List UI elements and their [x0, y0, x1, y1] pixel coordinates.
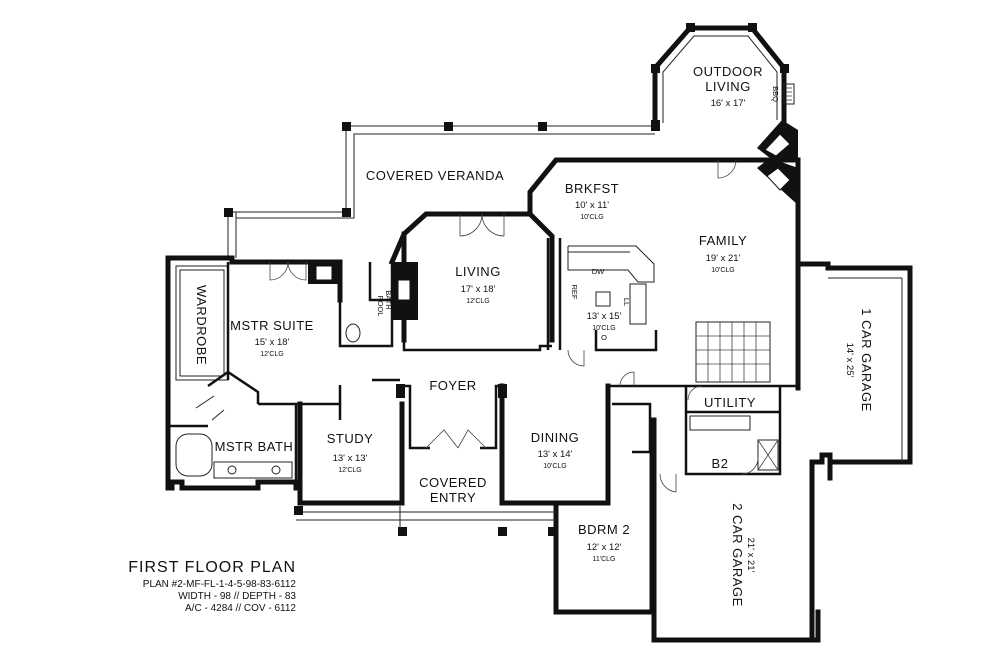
plan-info-1: PLAN #2-MF-FL-1-4-5-98-83-6112: [143, 579, 297, 590]
door-swings: [269, 159, 759, 493]
mstr-bath-name: MSTR BATH: [215, 439, 294, 454]
living-clg: 12'CLG: [466, 298, 490, 305]
o-label: O: [601, 333, 607, 342]
mstr-suite-clg: 12'CLG: [260, 351, 284, 358]
utility-name: UTILITY: [704, 395, 756, 410]
room-labels: OUTDOOR LIVING 16' x 17' COVERED VERANDA…: [194, 64, 874, 607]
plan-info-2: WIDTH - 98 // DEPTH - 83: [178, 591, 296, 602]
dining-clg: 10'CLG: [543, 463, 567, 470]
brkfst-name: BRKFST: [565, 181, 619, 196]
dining-name: DINING: [531, 430, 580, 445]
outdoor-fireplaces: [757, 120, 798, 205]
garage2-name: 2 CAR GARAGE: [730, 503, 745, 607]
mstr-suite-dims: 15' x 18': [255, 337, 290, 348]
kitchen-clg: 10'CLG: [592, 325, 616, 332]
covered-entry-name2: ENTRY: [430, 490, 476, 505]
wardrobe-name: WARDROBE: [194, 285, 209, 365]
family-dims: 19' x 21': [706, 253, 741, 264]
kitchen-dims: 13' x 15': [587, 311, 622, 322]
dw-label: DW: [592, 267, 605, 276]
brkfst-clg: 10'CLG: [580, 214, 604, 221]
study-dims: 13' x 13': [333, 453, 368, 464]
outdoor-living-dims: 16' x 17': [711, 98, 746, 109]
plan-info-3: A/C - 4284 // COV - 6112: [185, 603, 296, 614]
bdrm2-clg: 11'CLG: [593, 556, 616, 563]
dining-dims: 13' x 14': [538, 449, 573, 460]
bbq-label: BBQ: [771, 86, 780, 102]
garage1-dims: 14' x 25': [844, 343, 855, 378]
bdrm2-name: BDRM 2: [578, 522, 630, 537]
title-block: FIRST FLOOR PLAN PLAN #2-MF-FL-1-4-5-98-…: [128, 559, 296, 614]
covered-veranda-name: COVERED VERANDA: [366, 168, 504, 183]
outdoor-living-name2: LIVING: [705, 79, 751, 94]
ref-label: REF: [570, 285, 579, 300]
covered-veranda: [224, 122, 660, 258]
outdoor-living-name: OUTDOOR: [693, 64, 763, 79]
pool-bath-name2: BATH: [384, 290, 393, 309]
family-clg: 10'CLG: [711, 267, 735, 274]
garage2-dims: 21' x 21': [745, 538, 756, 573]
b2-name: B2: [712, 456, 729, 471]
covered-entry: [294, 506, 557, 536]
garage1-name: 1 CAR GARAGE: [859, 308, 874, 412]
interior-walls: [168, 238, 903, 488]
outdoor-living-structure: [651, 23, 795, 131]
plan-title: FIRST FLOOR PLAN: [128, 559, 296, 576]
living-name: LIVING: [455, 264, 501, 279]
study-clg: 12'CLG: [338, 467, 362, 474]
living-dims: 17' x 18': [461, 284, 496, 295]
covered-entry-name: COVERED: [419, 475, 487, 490]
exterior-walls: [165, 157, 913, 643]
ll-label: LL: [622, 298, 631, 306]
bdrm2-dims: 12' x 12': [587, 542, 622, 553]
foyer-name: FOYER: [429, 378, 476, 393]
study-name: STUDY: [327, 431, 374, 446]
family-name: FAMILY: [699, 233, 747, 248]
pool-bath-name: POOL: [376, 296, 385, 317]
brkfst-dims: 10' x 11': [575, 200, 609, 211]
mstr-suite-name: MSTR SUITE: [230, 318, 314, 333]
